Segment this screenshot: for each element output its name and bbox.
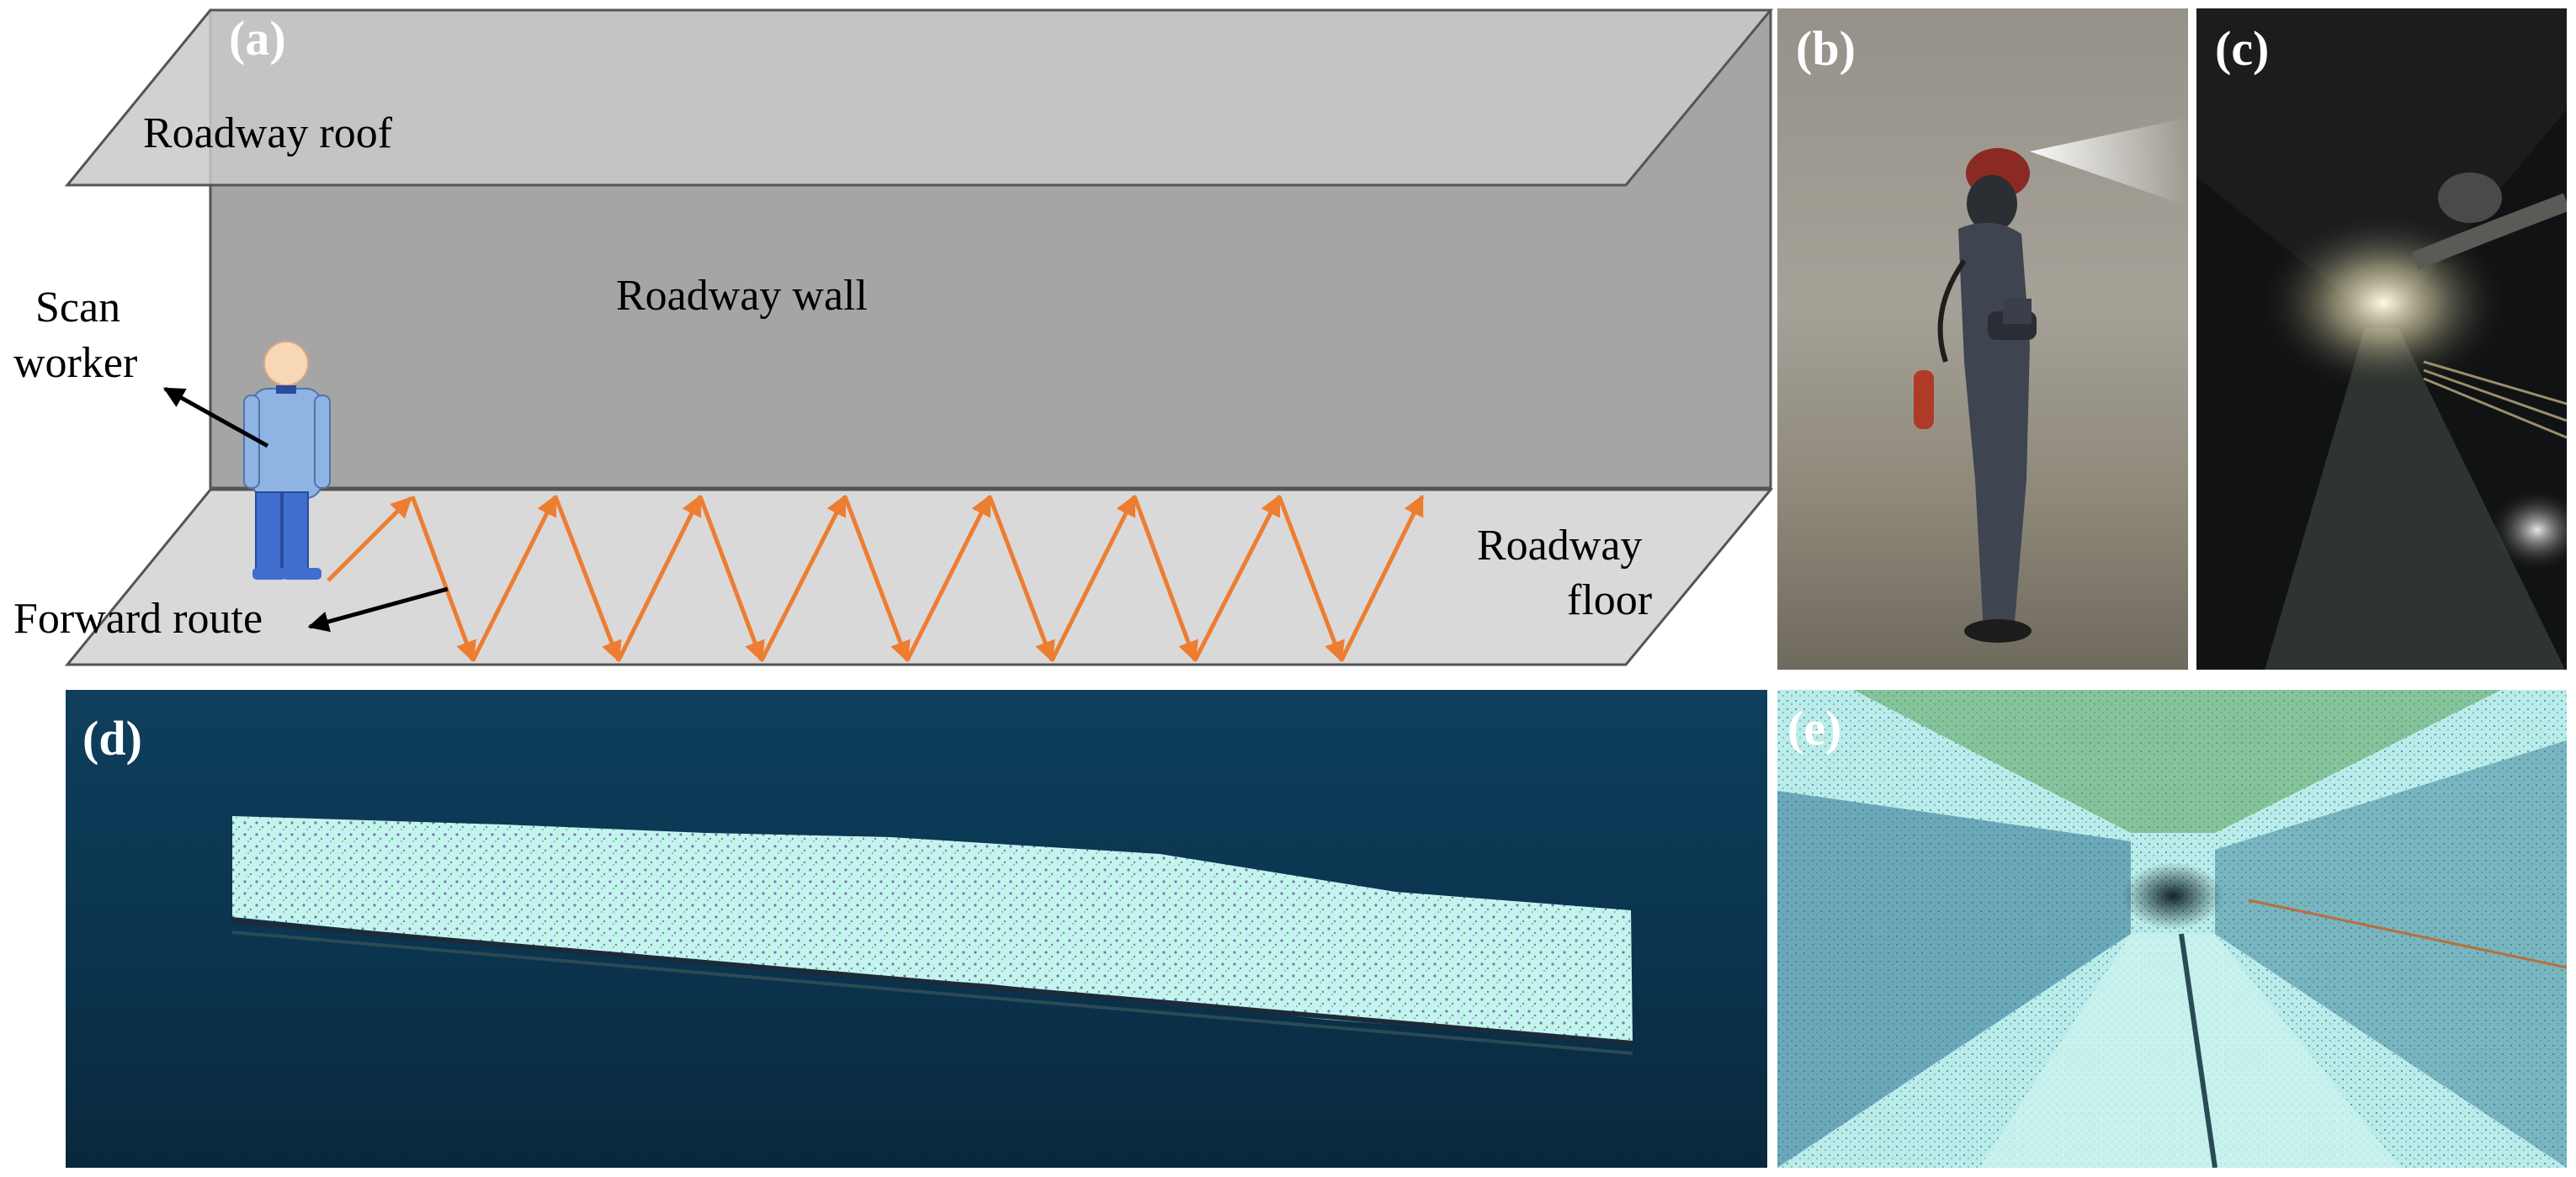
worker-label-line1: Scan [35, 284, 120, 331]
worker-pointer-arrow [162, 386, 269, 448]
panel-a: (a) Roadway roof Roadway wall Scan worke… [0, 0, 1784, 673]
worker-figure [243, 341, 331, 580]
worker-photo-illustration [1914, 118, 2188, 643]
panel-b-photo: (b) [1777, 8, 2188, 670]
panel-d-pointcloud: (d) [66, 690, 1767, 1168]
roof-label: Roadway roof [143, 109, 393, 157]
panel-e-pointcloud: (e) [1777, 690, 2567, 1168]
wall-label: Roadway wall [616, 272, 868, 320]
panel-e-label: (e) [1787, 701, 1842, 756]
pointcloud-perspective-view [1777, 690, 2567, 1168]
panel-d-label: (d) [82, 711, 142, 766]
route-pointer-arrow [307, 586, 449, 633]
panel-b-label: (b) [1796, 21, 1856, 76]
panel-c-label: (c) [2215, 21, 2270, 76]
floor-label-line2: floor [1567, 576, 1652, 624]
panel-a-label: (a) [229, 11, 286, 66]
pointcloud-side-view [231, 816, 1633, 1055]
roadway-roof-plane [64, 8, 1774, 187]
panel-c-photo: (c) [2196, 8, 2567, 670]
worker-label-line2: worker [13, 339, 137, 387]
route-label: Forward route [13, 595, 263, 643]
zigzag-route-arrows [327, 494, 1425, 663]
roadway-schematic: (a) Roadway roof Roadway wall Scan worke… [13, 8, 1774, 666]
floor-label-line1: Roadway [1477, 522, 1642, 570]
tunnel-photo-illustration [2196, 8, 2567, 670]
